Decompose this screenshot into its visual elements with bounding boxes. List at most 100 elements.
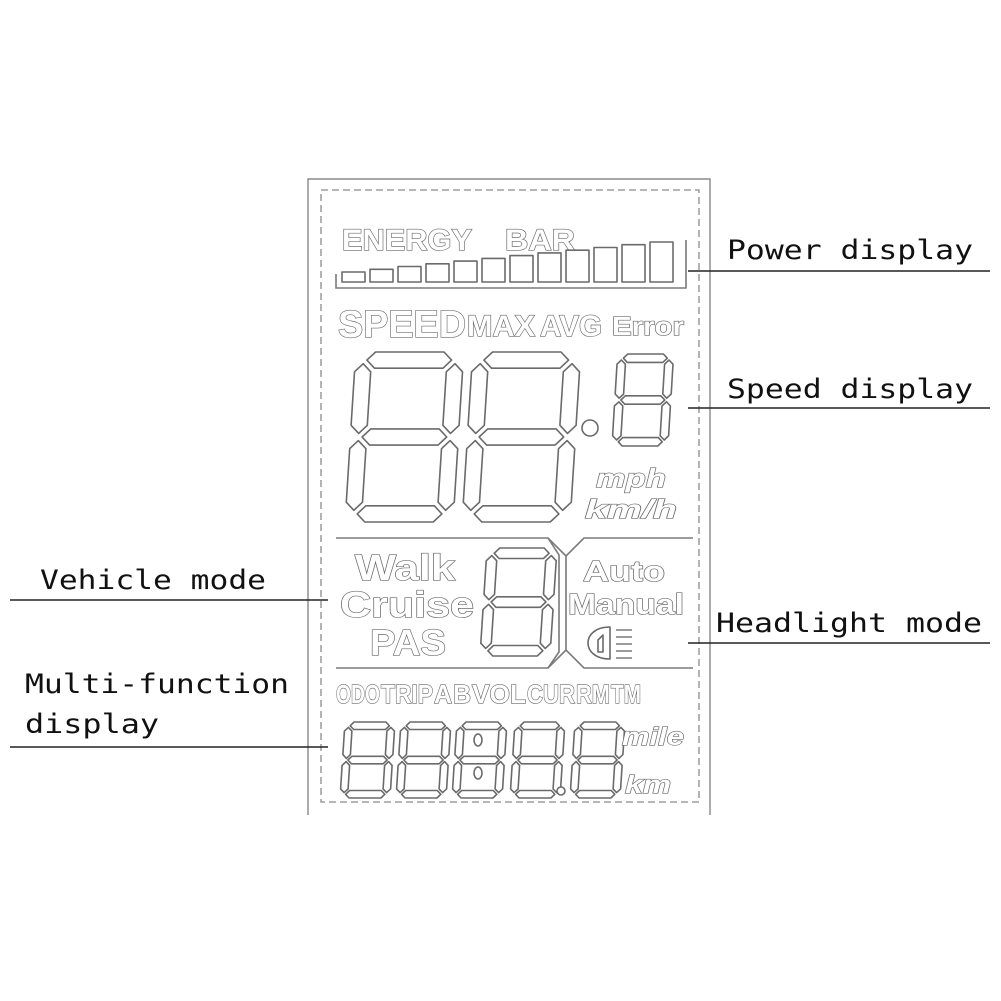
- seg-e: [451, 760, 463, 794]
- seg-a: [405, 721, 447, 731]
- seg-e: [339, 760, 351, 794]
- energy-bar-cell: [425, 262, 450, 283]
- seg-b: [542, 554, 558, 601]
- seg-c: [539, 603, 554, 650]
- mf-label-cur: CUR: [527, 679, 575, 709]
- bar-label: BAR: [505, 224, 575, 257]
- speed-labels: SPEED MAX AVG Error: [337, 303, 684, 346]
- seg-a: [622, 353, 669, 364]
- max-label: MAX: [467, 310, 535, 343]
- seg-e: [569, 760, 581, 794]
- seg-a: [519, 721, 561, 731]
- energy-bar-graph: [335, 240, 687, 289]
- lcd-frame: [307, 178, 711, 815]
- callout-multi-function-line1: Multi-function: [25, 669, 289, 700]
- seg-b: [661, 359, 674, 400]
- mode-cruise: Cruise: [340, 584, 474, 625]
- seg-d: [456, 789, 498, 799]
- seg-c: [382, 760, 393, 794]
- seg-d: [473, 504, 560, 523]
- seg-f: [572, 726, 583, 760]
- mf-label-vol: VOL: [472, 679, 526, 709]
- energy-bar-cell: [453, 260, 478, 283]
- unit-km: km: [625, 771, 671, 799]
- seg-g: [517, 755, 558, 765]
- seg-a: [366, 351, 453, 370]
- seg-d: [400, 789, 442, 799]
- seg-g: [619, 394, 666, 406]
- mf-digit-2: [395, 721, 452, 799]
- mf-digit-1: [339, 721, 396, 799]
- seg-a: [579, 721, 621, 731]
- mf-label-b: B: [453, 679, 471, 709]
- seg-f: [483, 554, 498, 601]
- mf-decimal-point: [556, 786, 566, 796]
- energy-bar-cell: [481, 257, 506, 283]
- seg-f: [467, 362, 489, 435]
- mf-digit-4: [509, 721, 566, 799]
- seg-g: [347, 755, 388, 765]
- seg-g: [361, 428, 448, 446]
- energy-section: ENERGY BAR: [335, 223, 687, 289]
- seg-f: [454, 726, 465, 760]
- energy-bar-cell: [649, 241, 674, 283]
- seg-g: [577, 755, 618, 765]
- avg-label: AVG: [540, 310, 602, 343]
- seg-c: [659, 400, 672, 441]
- seg-a: [461, 721, 503, 731]
- energy-bar-cell: [537, 252, 562, 283]
- seg-b: [440, 726, 452, 760]
- seg-f: [350, 362, 372, 435]
- seg-g: [478, 428, 565, 446]
- energy-bar-tray: [335, 240, 687, 289]
- unit-mph: mph: [596, 463, 666, 493]
- seg-d: [487, 644, 544, 657]
- mf-label-trip: TRIP: [381, 679, 433, 709]
- seg-c: [612, 760, 623, 794]
- seg-c: [437, 439, 459, 512]
- callout-vehicle-mode: Vehicle mode: [40, 565, 266, 596]
- seg-b: [496, 726, 508, 760]
- speed-decimal-point: [581, 419, 599, 437]
- mf-label-tm: TM: [611, 679, 641, 709]
- seg-d: [344, 789, 386, 799]
- energy-bar-cell: [621, 243, 646, 283]
- pas-digit: [479, 547, 558, 657]
- light-manual: Manual: [568, 589, 684, 621]
- light-auto: Auto: [583, 556, 665, 588]
- mf-digit-5: [569, 721, 626, 799]
- seg-f: [398, 726, 409, 760]
- seg-g: [490, 595, 547, 609]
- seg-c: [554, 439, 576, 512]
- speed-digit-tenths: [611, 353, 674, 447]
- seg-b: [554, 726, 566, 760]
- seg-g: [403, 755, 444, 765]
- multi-function-digits: [339, 721, 626, 799]
- energy-label: ENERGY: [342, 224, 472, 257]
- callout-speed-display: Speed display: [727, 374, 973, 405]
- unit-mile: mile: [622, 723, 684, 751]
- seg-f: [342, 726, 353, 760]
- seg-a: [349, 721, 391, 731]
- speed-label: SPEED: [338, 304, 466, 346]
- vehicle-mode: Walk Cruise PAS: [339, 546, 474, 663]
- speed-digits: [345, 351, 674, 523]
- energy-bar-cell: [509, 254, 534, 283]
- mf-label-odo: ODO: [336, 679, 380, 709]
- energy-bar-cell: [593, 246, 618, 283]
- mid-dividers: [336, 537, 693, 669]
- seg-a: [483, 351, 570, 370]
- seg-g: [459, 755, 500, 765]
- mf-digit-3: [451, 721, 508, 799]
- seg-e: [479, 603, 495, 650]
- seg-b: [614, 726, 626, 760]
- seg-d: [574, 789, 616, 799]
- callout-lines: [10, 270, 990, 748]
- headlight-icon: [587, 626, 632, 660]
- energy-bar-cell: [341, 271, 366, 283]
- seg-f: [614, 359, 627, 400]
- seg-b: [384, 726, 396, 760]
- speed-digit-ones: [462, 351, 581, 523]
- seg-e: [611, 400, 624, 441]
